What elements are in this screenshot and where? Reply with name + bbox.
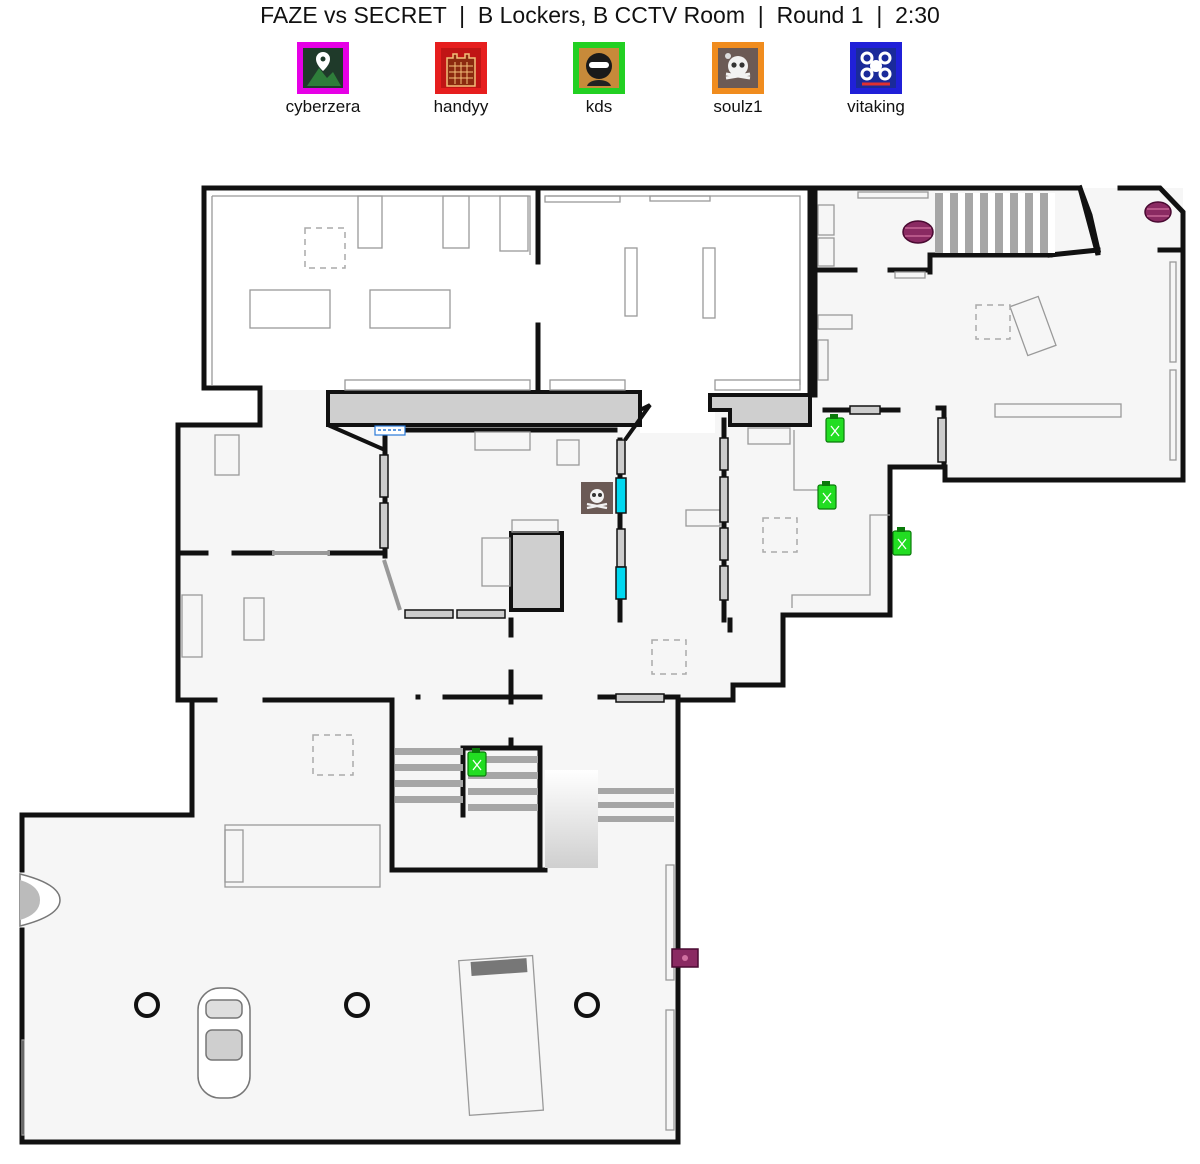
car (19, 873, 61, 927)
player-card[interactable]: soulz1 (673, 42, 803, 118)
shield-icon[interactable] (671, 948, 699, 968)
gas-mask-skull-icon (718, 48, 758, 88)
door-opening (382, 559, 402, 611)
jerry-can-icon[interactable] (825, 414, 845, 443)
jerry-can-icon[interactable] (467, 748, 487, 777)
player-card[interactable]: vitaking (811, 42, 941, 118)
site-name: B Lockers, B CCTV Room (477, 2, 746, 28)
player-card[interactable]: handyy (396, 42, 526, 118)
shield-icon[interactable] (1144, 201, 1172, 223)
reinforcement-icon (615, 566, 627, 600)
player-name: cyberzera (285, 97, 361, 116)
objective-markers (304, 227, 1011, 776)
operator-icon-tile (435, 42, 487, 94)
jerry-can-icon[interactable] (892, 527, 912, 556)
match-header: FAZE vs SECRET | B Lockers, B CCTV Room … (0, 0, 1200, 36)
solid-walls (326, 390, 812, 612)
player-name: soulz1 (713, 97, 763, 116)
camera-icon[interactable] (374, 425, 406, 436)
truck-cab (470, 958, 528, 977)
player-name: vitaking (847, 97, 905, 116)
operator-icon-tile (712, 42, 764, 94)
header-separator: | (459, 2, 466, 28)
map-pin-mountain-icon (303, 48, 343, 88)
operator-icon-tile (573, 42, 625, 94)
operator-icon-tile (297, 42, 349, 94)
furniture (21, 191, 1177, 1136)
player-marker[interactable] (581, 482, 613, 514)
reinforced-walls (615, 477, 627, 600)
player-name: kds (585, 97, 613, 116)
castle-wall-icon (441, 48, 481, 88)
barricades (379, 405, 947, 703)
operator-icon-tile (850, 42, 902, 94)
header-separator: | (757, 2, 764, 28)
player-card[interactable]: cyberzera (258, 42, 388, 118)
player-card[interactable]: kds (534, 42, 664, 118)
staircase (395, 193, 1055, 868)
masked-face-icon (579, 48, 619, 88)
shield-icon[interactable] (902, 220, 934, 244)
match-title: FAZE vs SECRET (260, 2, 447, 28)
round-timer: 2:30 (895, 2, 940, 28)
drone-icon (856, 48, 896, 88)
floor-areas (20, 188, 1183, 1142)
reinforcement-icon (615, 477, 627, 514)
pillars (134, 992, 600, 1018)
player-name: handyy (433, 97, 489, 116)
header-separator: | (876, 2, 883, 28)
jerry-can-icon[interactable] (817, 481, 837, 510)
round-label: Round 1 (776, 2, 864, 28)
car (197, 987, 251, 1099)
